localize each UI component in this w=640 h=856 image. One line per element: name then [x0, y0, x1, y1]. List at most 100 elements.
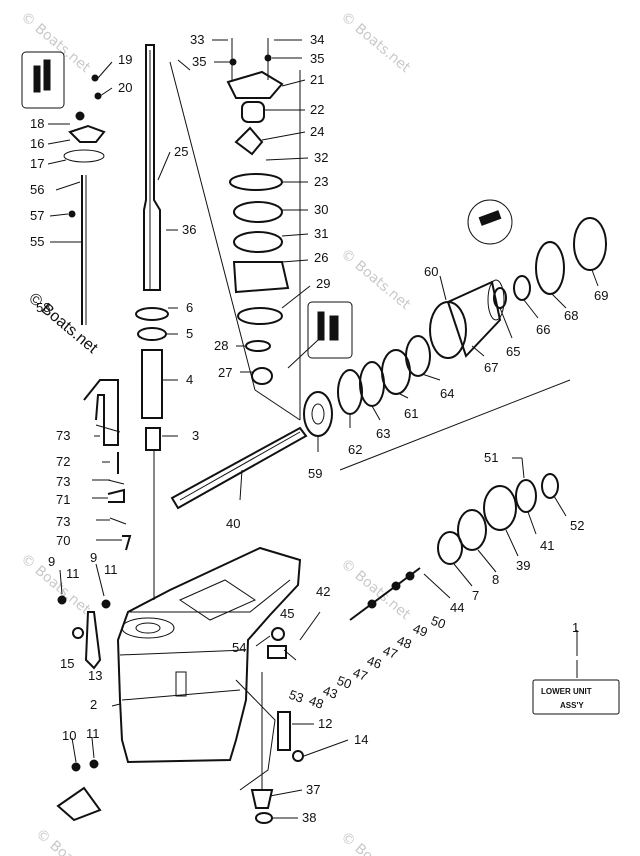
callout-4: 4	[186, 372, 193, 387]
plug-37	[250, 789, 274, 809]
callout-48-left: 48	[307, 693, 326, 712]
plug-38	[255, 812, 273, 824]
reverse-gear-39	[483, 485, 517, 531]
callout-54: 54	[232, 640, 246, 655]
callout-9-left: 9	[48, 554, 55, 569]
callout-13: 13	[88, 668, 102, 683]
callout-58: 58	[36, 300, 50, 315]
plate-30	[233, 201, 283, 223]
pump-case-26	[232, 261, 290, 294]
washer-20	[94, 92, 102, 100]
race-63	[359, 361, 385, 407]
gasket-29	[237, 307, 283, 325]
watermark-bottom-center: © Boats.net	[337, 829, 413, 856]
callout-44: 44	[450, 600, 464, 615]
assembly-ref-box: LOWER UNIT ASS'Y	[532, 660, 620, 715]
watermark-bottom-left: © Boats.net	[32, 826, 108, 856]
seal-27	[251, 367, 273, 385]
callout-27: 27	[218, 365, 232, 380]
shim-62	[337, 369, 363, 415]
bracket-13	[84, 611, 102, 670]
callout-40: 40	[226, 516, 240, 531]
callout-25: 25	[174, 144, 188, 159]
callout-18: 18	[30, 116, 44, 131]
inset-detail-box-mid	[307, 301, 353, 359]
plate-16	[68, 124, 106, 143]
callout-11-right: 11	[104, 562, 118, 577]
callout-63: 63	[376, 426, 390, 441]
callout-53: 53	[287, 687, 306, 706]
propeller-shaft-housing-60	[429, 279, 505, 359]
inset-detail-box-left	[21, 51, 65, 109]
forward-gear-59	[303, 391, 333, 437]
pin-53	[267, 645, 287, 659]
callout-16: 16	[30, 136, 44, 151]
reverse-gear-group	[339, 379, 571, 565]
callout-65: 65	[506, 344, 520, 359]
leader-lines	[47, 39, 599, 819]
callout-31: 31	[314, 226, 328, 241]
callout-41: 41	[540, 538, 554, 553]
callout-55: 55	[30, 234, 44, 249]
callout-3: 3	[192, 428, 199, 443]
callout-26: 26	[314, 250, 328, 265]
inset-circle-detail	[467, 199, 513, 245]
callout-21: 21	[310, 72, 324, 87]
callout-22: 22	[310, 102, 324, 117]
callout-68: 68	[564, 308, 578, 323]
seal-5	[137, 327, 167, 341]
impeller-24	[234, 126, 264, 156]
assembly-title: LOWER UNIT	[541, 687, 592, 696]
seal-66	[513, 275, 531, 301]
callout-48-right: 48	[395, 633, 414, 652]
pin-51	[521, 457, 525, 479]
callout-50-left: 50	[335, 673, 354, 692]
callout-71: 71	[56, 492, 70, 507]
callout-35-left: 35	[192, 54, 206, 69]
callout-numbers: 33 34 35 35 21 22 24 32 23 30 31 26 29 2…	[30, 32, 608, 825]
callout-30: 30	[314, 202, 328, 217]
callout-6: 6	[186, 300, 193, 315]
callout-51: 51	[484, 450, 498, 465]
callout-35-right: 35	[310, 51, 324, 66]
callout-56: 56	[30, 182, 44, 197]
pin-28	[245, 340, 271, 352]
pump-housing-21	[226, 70, 284, 99]
watermark-lower-center: © Boats.net	[337, 556, 413, 623]
lower-unit-housing	[116, 546, 302, 791]
callout-43: 43	[321, 683, 340, 702]
callout-7: 7	[472, 588, 479, 603]
callout-34: 34	[310, 32, 324, 47]
callout-1: 1	[572, 620, 579, 635]
shim-7	[437, 531, 463, 565]
callout-70: 70	[56, 533, 70, 548]
callout-52: 52	[570, 518, 584, 533]
callout-19: 19	[118, 52, 132, 67]
bearing-3	[145, 427, 161, 451]
insert-22	[241, 101, 265, 123]
callout-47-right: 47	[381, 643, 400, 662]
callout-42: 42	[316, 584, 330, 599]
watermark-lower-left: © Boats.net	[17, 551, 93, 618]
drive-shaft-36	[135, 44, 169, 600]
callout-9-right: 9	[90, 550, 97, 565]
bolt-14	[292, 750, 304, 762]
shift-rod-guide	[83, 379, 119, 446]
shift-rod-71	[107, 488, 125, 503]
callout-61: 61	[404, 406, 418, 421]
callout-45: 45	[280, 606, 294, 621]
callout-11-bottom: 11	[86, 726, 100, 741]
bushing-6	[135, 307, 169, 321]
callout-24: 24	[310, 124, 324, 139]
bolt-19	[91, 74, 99, 82]
callout-59: 59	[308, 466, 322, 481]
assembly-subtitle: ASS'Y	[560, 701, 584, 710]
gasket-31	[233, 231, 283, 253]
callout-36: 36	[182, 222, 196, 237]
watermark-top-left: © Boats.net	[17, 9, 93, 76]
callout-39: 39	[516, 558, 530, 573]
callout-62: 62	[348, 442, 362, 457]
callout-20: 20	[118, 80, 132, 95]
callout-72: 72	[56, 454, 70, 469]
callout-50-right: 50	[429, 613, 448, 632]
